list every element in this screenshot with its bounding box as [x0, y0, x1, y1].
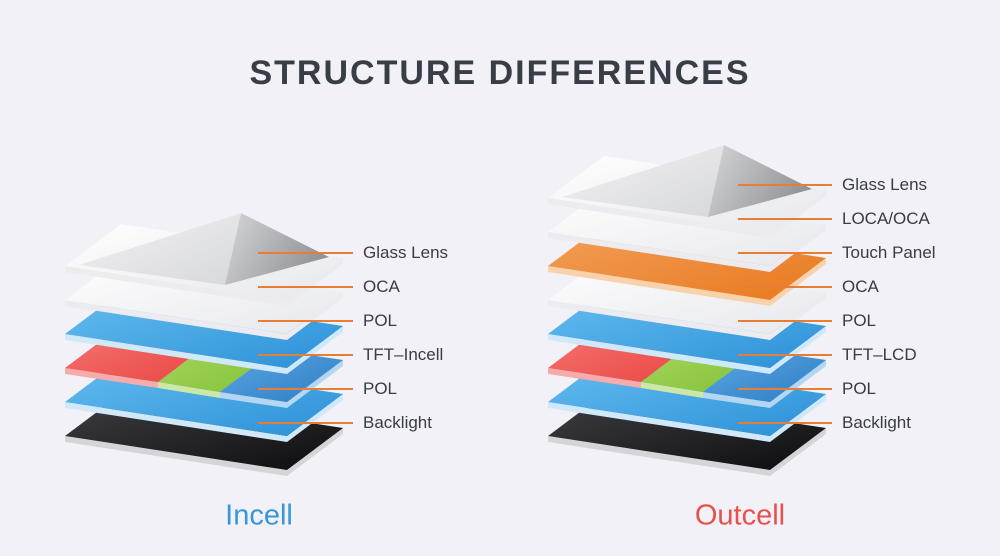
leader-line	[258, 252, 353, 254]
incell-caption: Incell	[225, 499, 293, 532]
leader-line	[738, 184, 832, 186]
leader-line	[258, 286, 353, 288]
outcell-label-pol-top: POL	[738, 311, 876, 331]
outcell-label-touch-panel: Touch Panel	[738, 243, 936, 263]
layer-label: POL	[363, 379, 398, 398]
leader-line	[258, 388, 353, 390]
leader-line	[258, 354, 353, 356]
leader-line	[738, 218, 832, 220]
layer-label: Backlight	[842, 413, 911, 432]
leader-line	[258, 422, 353, 424]
incell-label-pol-top: POL	[258, 311, 397, 331]
page-title: STRUCTURE DIFFERENCES	[249, 54, 751, 92]
layer-label: LOCA/OCA	[842, 209, 930, 228]
layer-label: TFT–LCD	[842, 345, 917, 364]
leader-line	[738, 354, 832, 356]
layer-label: OCA	[842, 277, 879, 296]
outcell-label-pol-bottom: POL	[738, 379, 876, 399]
leader-line	[738, 388, 832, 390]
leader-line	[738, 422, 832, 424]
layer-label: POL	[842, 379, 877, 398]
outcell-label-oca: OCA	[738, 277, 879, 297]
layer-label: POL	[363, 311, 398, 330]
outcell-label-glass-lens: Glass Lens	[738, 175, 927, 195]
incell-label-oca: OCA	[258, 277, 400, 297]
layer-label: TFT–Incell	[363, 345, 444, 364]
layer-label: OCA	[363, 277, 400, 296]
incell-label-tft-incell: TFT–Incell	[258, 345, 443, 365]
leader-line	[738, 286, 832, 288]
incell-label-backlight: Backlight	[258, 413, 432, 433]
outcell-label-tft-lcd: TFT–LCD	[738, 345, 917, 365]
outcell-label-loca-oca: LOCA/OCA	[738, 209, 930, 229]
layer-label: Backlight	[363, 413, 432, 432]
layer-label: Touch Panel	[842, 243, 936, 262]
layer-label: Glass Lens	[842, 175, 928, 194]
incell-label-glass-lens: Glass Lens	[258, 243, 448, 263]
leader-line	[258, 320, 353, 322]
outcell-label-backlight: Backlight	[738, 413, 911, 433]
leader-line	[738, 320, 832, 322]
layer-label: Glass Lens	[363, 243, 449, 262]
leader-line	[738, 252, 832, 254]
incell-label-pol-bottom: POL	[258, 379, 397, 399]
outcell-caption: Outcell	[694, 499, 786, 532]
layer-label: POL	[842, 311, 877, 330]
